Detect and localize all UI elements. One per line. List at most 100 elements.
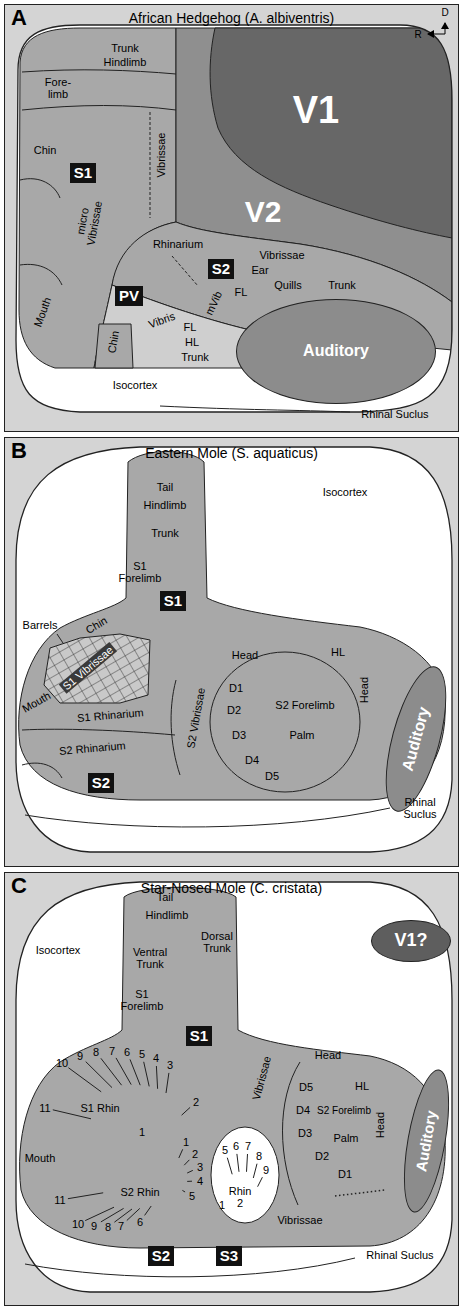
- region-label: D2: [227, 704, 241, 716]
- region-label: S1 Rhinarium: [76, 706, 143, 724]
- region-label: S1 Rhin: [80, 1102, 119, 1114]
- region-label: R: [414, 29, 421, 40]
- ray-number: 2: [192, 1148, 198, 1160]
- region-label: Palm: [289, 729, 314, 741]
- ray-line: [179, 1149, 183, 1158]
- region-label: Trunk: [181, 351, 209, 363]
- region-label: Isocortex: [36, 944, 81, 956]
- ray-number: 6: [124, 1046, 130, 1058]
- ray-number: 8: [256, 1150, 262, 1162]
- area-text: S1: [190, 1026, 208, 1046]
- ray-number: 5: [139, 1048, 145, 1060]
- region-label: Rhinal Suclus: [395, 796, 445, 820]
- region-label: D3: [298, 1127, 312, 1139]
- panel-letter: A: [11, 5, 27, 31]
- area-text: S2: [152, 1246, 170, 1266]
- area-ellipse: Auditory: [395, 1066, 458, 1215]
- ray-number: 8: [105, 1221, 111, 1233]
- s1-area: [19, 28, 176, 368]
- ray-number: 3: [197, 1161, 203, 1173]
- region-label: Rhinarium: [153, 238, 203, 250]
- region-label: Hindlimb: [144, 499, 187, 511]
- ray-number: 6: [233, 1140, 239, 1152]
- region-label: Chin: [83, 614, 109, 636]
- area-border: [283, 1062, 301, 1205]
- area-border: [20, 264, 62, 285]
- ray-number: 7: [109, 1045, 115, 1057]
- region-label: Head: [315, 1049, 341, 1061]
- area-tag: S2: [88, 773, 114, 793]
- area-tag: S1: [70, 163, 96, 183]
- ray-number: 1: [183, 1136, 189, 1148]
- ray-line: [187, 1181, 192, 1182]
- region-label: Barrels: [23, 619, 58, 631]
- region-label: mVib: [202, 289, 223, 317]
- area-text: PV: [119, 286, 139, 306]
- area-tag: S2: [148, 1246, 174, 1266]
- region-label: HL: [355, 1080, 369, 1092]
- region-label: Ventral Trunk: [128, 946, 173, 970]
- region-label: Isocortex: [113, 379, 158, 391]
- ray-number: 10: [72, 1218, 84, 1230]
- region-label: Mouth: [20, 689, 53, 715]
- region-label: D1: [229, 682, 243, 694]
- hemisphere-outline: [16, 25, 452, 412]
- ray-number: 11: [54, 1194, 65, 1206]
- barrels: [40, 630, 155, 710]
- area-tag: S1: [186, 1026, 212, 1046]
- ray-number: 4: [197, 1175, 203, 1187]
- compass-arrow: [428, 34, 445, 35]
- region-label: Chin: [34, 144, 57, 156]
- area-text: S1: [74, 163, 92, 183]
- region-label: Head: [358, 677, 370, 703]
- region-label: HL: [185, 336, 199, 348]
- area-name: V1: [293, 90, 339, 132]
- region-label: FL: [184, 321, 197, 333]
- area-border: [22, 106, 176, 111]
- region-label: Isocortex: [323, 486, 368, 498]
- region-label: Vibrissae: [259, 249, 304, 261]
- ray-line: [237, 1154, 239, 1172]
- region-label: Vibrissae: [277, 1214, 322, 1226]
- panel-title: Star-Nosed Mole (C. cristata): [5, 880, 458, 896]
- region-label: Ear: [251, 264, 268, 276]
- hemisphere: [16, 25, 452, 412]
- area-border: [22, 729, 175, 735]
- region-label: D4: [245, 754, 259, 766]
- region-label: micro Vibrissae: [71, 193, 104, 251]
- hemisphere-outline: [16, 882, 452, 1292]
- ray-line: [247, 1154, 248, 1172]
- area-ellipse: V1?: [371, 920, 451, 962]
- ray-number: 6: [137, 1216, 143, 1228]
- region-label: Quills: [274, 279, 302, 291]
- region-label: Head: [232, 649, 258, 661]
- ray-line: [156, 1066, 157, 1089]
- region-label: FL: [235, 286, 248, 298]
- forelimb-border: [210, 652, 360, 792]
- region-label: S1 Vibrissae: [59, 642, 117, 693]
- area-border: [171, 680, 180, 775]
- area-ellipse: Auditory: [373, 660, 458, 817]
- region-label: D3: [232, 729, 246, 741]
- area-tag: S2: [208, 259, 234, 279]
- rhinarium-rays: [53, 1058, 263, 1222]
- s3-area: [211, 1127, 279, 1223]
- ray-number: 7: [245, 1140, 251, 1152]
- ray-line: [68, 1193, 103, 1199]
- rhinal-sulcus: [160, 406, 350, 412]
- area-text: V1?: [394, 931, 427, 951]
- v1-area: [210, 28, 452, 238]
- area-text: V1: [293, 90, 339, 132]
- panel-ground: [4, 4, 459, 432]
- region-label: Hindlimb: [104, 56, 147, 68]
- ray-line: [253, 1164, 257, 1178]
- ray-line: [184, 1160, 189, 1165]
- ray-number: 9: [263, 1164, 269, 1176]
- ray-line: [101, 1208, 124, 1222]
- region-label: Trunk: [151, 527, 179, 539]
- region-label: Vibrissae: [156, 132, 168, 177]
- area-text: S3: [220, 1246, 238, 1266]
- region-label: Palm: [333, 1132, 358, 1144]
